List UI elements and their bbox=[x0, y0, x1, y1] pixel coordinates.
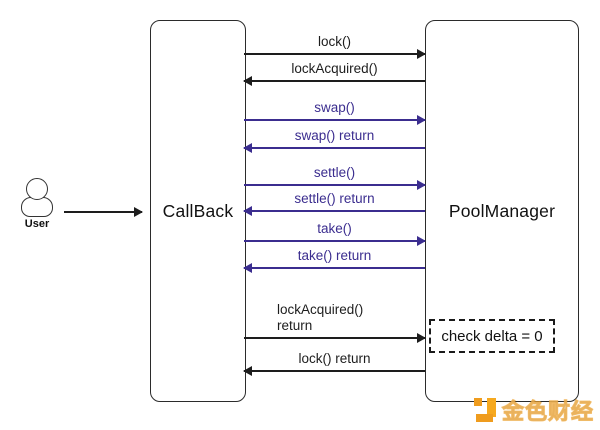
message-lock-acquired-return-label: lockAcquired() return bbox=[244, 302, 425, 334]
message-swap: swap() bbox=[244, 100, 426, 124]
participant-callback: CallBack bbox=[150, 20, 246, 402]
message-take-label: take() bbox=[317, 221, 352, 236]
arrow-right-icon bbox=[244, 49, 426, 58]
user-head-icon bbox=[26, 178, 48, 200]
arrow-right-icon bbox=[244, 180, 426, 189]
arrow-left-icon bbox=[243, 366, 425, 375]
message-lock-return: lock() return bbox=[243, 351, 425, 375]
logo-dot bbox=[473, 398, 482, 406]
label-line-2: return bbox=[277, 318, 313, 333]
message-settle-label: settle() bbox=[313, 165, 356, 180]
message-lock: lock() bbox=[244, 34, 426, 58]
note-check-delta: check delta = 0 bbox=[429, 319, 555, 353]
arrow-left-icon bbox=[243, 206, 425, 215]
arrow-left-icon bbox=[243, 76, 425, 85]
watermark: 金色财经 bbox=[473, 394, 594, 426]
actor-user-label: User bbox=[24, 218, 50, 230]
message-lock-label: lock() bbox=[318, 34, 351, 49]
user-icon bbox=[20, 178, 54, 217]
note-check-delta-label: check delta = 0 bbox=[441, 327, 543, 345]
watermark-text: 金色财经 bbox=[501, 399, 594, 425]
participant-poolmanager-label: PoolManager bbox=[448, 200, 556, 221]
message-take-return: take() return bbox=[243, 248, 425, 272]
message-take-return-label: take() return bbox=[297, 248, 372, 263]
message-lock-acquired-return: lockAcquired() return bbox=[244, 302, 426, 342]
message-lock-return-label: lock() return bbox=[298, 351, 371, 366]
message-swap-return-label: swap() return bbox=[294, 128, 375, 143]
message-settle: settle() bbox=[244, 165, 426, 189]
logo-bar-vertical bbox=[486, 398, 496, 417]
participant-callback-label: CallBack bbox=[162, 200, 234, 221]
arrow-right-icon bbox=[244, 236, 426, 245]
arrow-left-icon bbox=[243, 143, 425, 152]
message-take: take() bbox=[244, 221, 426, 245]
arrow-left-icon bbox=[243, 263, 425, 272]
message-settle-return-label: settle() return bbox=[294, 191, 375, 206]
label-line-1: lockAcquired() bbox=[277, 302, 364, 317]
arrow-right-icon bbox=[244, 333, 426, 342]
message-swap-return: swap() return bbox=[243, 128, 425, 152]
actor-user: User bbox=[20, 178, 54, 230]
message-settle-return: settle() return bbox=[243, 191, 425, 215]
message-lock-acquired: lockAcquired() bbox=[243, 61, 425, 85]
message-swap-label: swap() bbox=[314, 100, 355, 115]
message-lock-acquired-label: lockAcquired() bbox=[291, 61, 378, 76]
user-to-callback-arrow-icon bbox=[64, 207, 143, 217]
user-body-icon bbox=[21, 197, 53, 217]
logo-bar-horizontal bbox=[475, 414, 493, 422]
arrow-right-icon bbox=[244, 115, 426, 124]
jinse-finance-logo-icon bbox=[473, 397, 498, 423]
